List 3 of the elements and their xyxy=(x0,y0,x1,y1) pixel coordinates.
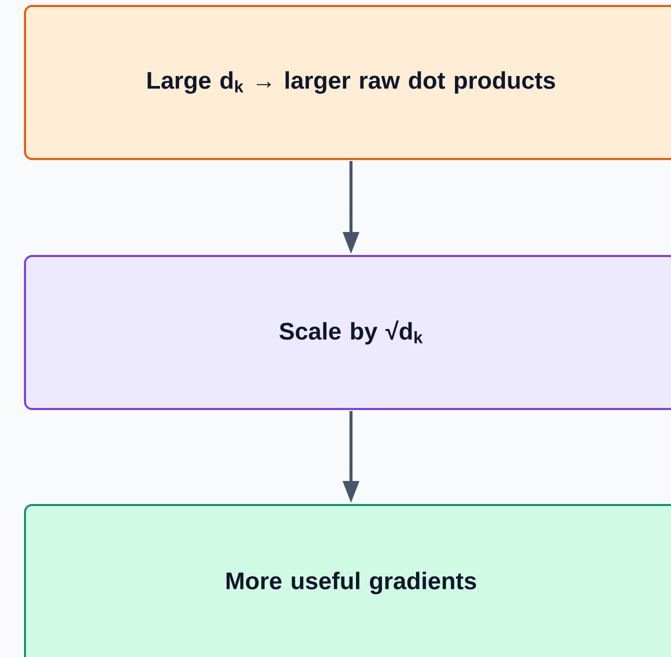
process-box: More useful gradients xyxy=(24,504,671,657)
process-box: Scale by √d$_{k}$ xyxy=(24,255,671,410)
process-box: Large d$_{k}$ → larger raw dot products xyxy=(24,5,671,160)
